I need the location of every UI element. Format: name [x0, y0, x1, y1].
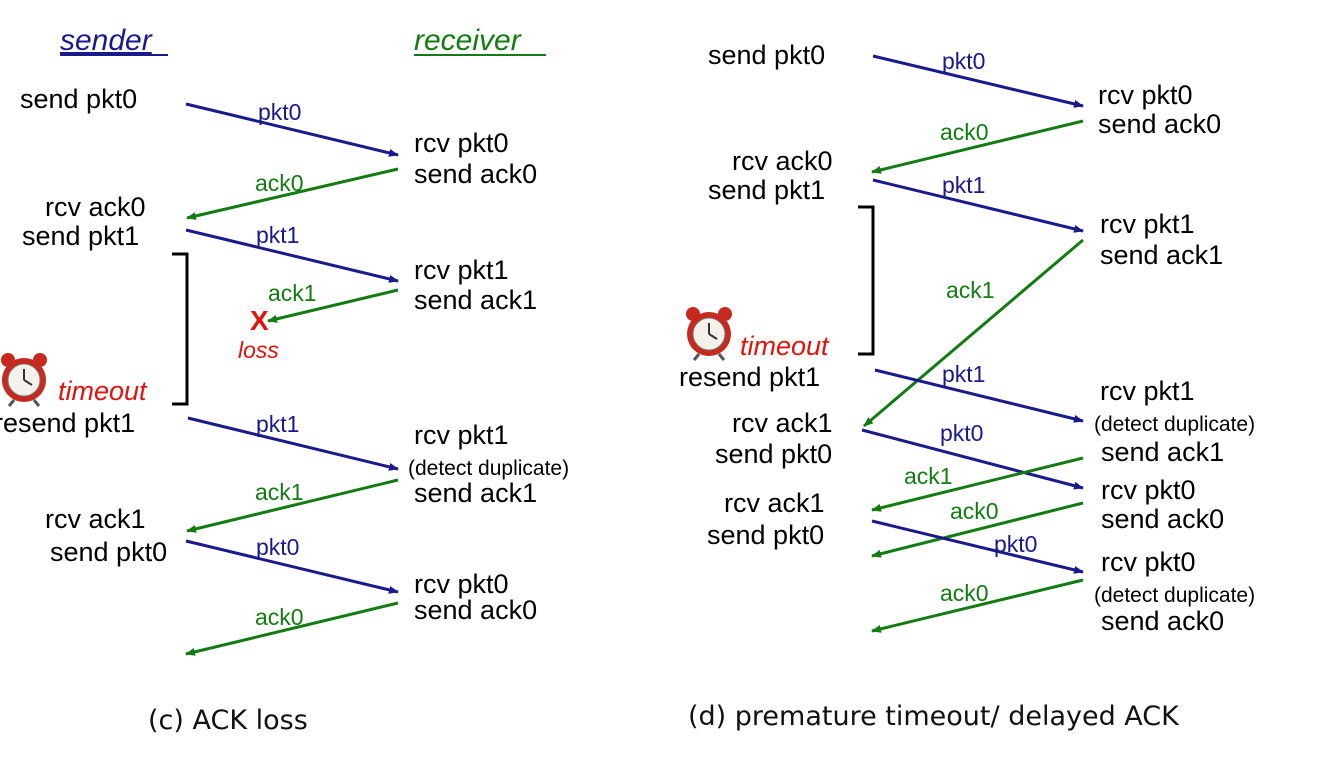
c-arrow-ack1-2 — [186, 478, 399, 533]
c-msg-ack0-2: ack0 — [255, 604, 304, 630]
c-msg-pkt0-2: pkt0 — [256, 534, 299, 560]
d-msg-pkt1: pkt1 — [942, 172, 985, 198]
receiver-header: receiver — [414, 24, 522, 57]
d-arrow-ack0-3 — [871, 578, 1084, 633]
d-arrow-pkt0-2 — [861, 428, 1084, 490]
c-arrow-ack0 — [186, 167, 399, 220]
d-sender-send-pkt0: send pkt0 — [708, 40, 825, 70]
d-arrow-ack0 — [871, 119, 1084, 174]
c-loss-x-mark: X — [250, 305, 269, 336]
d-arrow-pkt0-3 — [871, 519, 1084, 574]
d-msg-ack1: ack1 — [946, 277, 995, 303]
c-sender-rcv-ack0: rcv ack0 — [45, 192, 146, 222]
c-arrow-pkt0-2 — [185, 539, 399, 594]
d-msg-pkt1-resend: pkt1 — [942, 361, 985, 387]
d-recv-detect-duplicate: (detect duplicate) — [1094, 413, 1255, 436]
c-sender-send-pkt1: send pkt1 — [22, 221, 139, 251]
c-recv-rcv-pkt1-dup: rcv pkt1 — [414, 420, 509, 450]
c-sender-send-pkt0: send pkt0 — [20, 84, 137, 114]
c-recv-send-ack0-2: send ack0 — [414, 595, 537, 625]
d-sender-send-pkt0-2: send pkt0 — [715, 439, 832, 469]
d-sender-send-pkt0-3: send pkt0 — [707, 520, 824, 550]
panel-c: sender receiver send pkt0 rcv ack0 send … — [0, 24, 569, 736]
d-msg-pkt0-2: pkt0 — [940, 420, 983, 446]
d-recv-rcv-pkt1: rcv pkt1 — [1100, 209, 1195, 239]
c-timeout-label: timeout — [58, 376, 148, 406]
d-arrow-pkt0 — [872, 54, 1084, 108]
d-recv-rcv-pkt0: rcv pkt0 — [1098, 80, 1193, 110]
c-recv-send-ack0: send ack0 — [414, 159, 537, 189]
c-msg-pkt1: pkt1 — [256, 222, 299, 248]
d-arrow-ack1-delayed — [863, 238, 1084, 428]
sender-header: sender — [60, 24, 153, 57]
c-msg-ack1: ack1 — [268, 280, 317, 306]
c-sender-resend-pkt1: resend pkt1 — [0, 408, 135, 438]
d-recv-detect-duplicate-2: (detect duplicate) — [1094, 584, 1255, 607]
c-recv-detect-duplicate: (detect duplicate) — [408, 457, 569, 480]
c-sender-rcv-ack1: rcv ack1 — [45, 504, 146, 534]
c-arrow-ack1-lost — [267, 288, 399, 323]
d-sender-rcv-ack0: rcv ack0 — [732, 146, 833, 176]
d-recv-rcv-pkt0: rcv pkt0 — [1101, 475, 1196, 505]
d-arrow-pkt1-resend — [874, 368, 1084, 423]
c-arrow-pkt1-resend — [187, 416, 399, 471]
d-alarm-clock-icon — [684, 305, 734, 362]
d-recv-send-ack0: send ack0 — [1101, 504, 1224, 534]
d-sender-resend-pkt1: resend pkt1 — [679, 362, 820, 392]
c-recv-rcv-pkt0-2: rcv pkt0 — [414, 569, 509, 599]
d-msg-pkt0: pkt0 — [942, 48, 985, 74]
c-recv-send-ack1: send ack1 — [414, 285, 537, 315]
d-arrow-pkt1 — [872, 178, 1084, 233]
d-msg-ack0-3: ack0 — [940, 580, 989, 606]
c-arrow-ack0-2 — [185, 601, 399, 656]
d-sender-rcv-ack1: rcv ack1 — [732, 408, 833, 438]
c-sender-send-pkt0-2: send pkt0 — [50, 537, 167, 567]
d-timeout-label: timeout — [740, 331, 830, 361]
d-recv-send-ack1: send ack1 — [1100, 240, 1223, 270]
d-msg-pkt0-3: pkt0 — [994, 531, 1037, 557]
d-msg-ack1-2: ack1 — [904, 463, 953, 489]
c-recv-rcv-pkt0: rcv pkt0 — [414, 128, 509, 158]
c-arrow-pkt1 — [185, 228, 399, 283]
d-recv-rcv-pkt0-dup: rcv pkt0 — [1101, 547, 1196, 577]
c-alarm-clock-icon — [0, 351, 49, 408]
d-sender-send-pkt1: send pkt1 — [708, 175, 825, 205]
d-msg-ack0-2: ack0 — [950, 498, 999, 524]
c-caption: (c) ACK loss — [148, 705, 308, 736]
c-loss-label: loss — [238, 337, 279, 363]
d-timeout-bracket — [858, 205, 875, 356]
d-arrow-ack0-2 — [871, 501, 1084, 558]
d-msg-ack0: ack0 — [940, 119, 989, 145]
c-msg-pkt0: pkt0 — [258, 99, 301, 125]
d-recv-send-ack0: send ack0 — [1098, 109, 1221, 139]
panel-d: send pkt0 rcv ack0 send pkt1 timeout res… — [679, 40, 1255, 732]
c-msg-ack0: ack0 — [255, 170, 304, 196]
d-recv-rcv-pkt1-dup: rcv pkt1 — [1100, 376, 1195, 406]
d-arrow-ack1-2 — [871, 456, 1084, 512]
d-recv-send-ack0-2: send ack0 — [1101, 606, 1224, 636]
d-sender-rcv-ack1-2: rcv ack1 — [724, 488, 825, 518]
c-recv-rcv-pkt1: rcv pkt1 — [414, 255, 509, 285]
d-recv-send-ack1: send ack1 — [1101, 437, 1224, 467]
c-timeout-bracket — [172, 252, 189, 406]
c-msg-ack1-2: ack1 — [255, 479, 304, 505]
c-msg-pkt1-resend: pkt1 — [256, 411, 299, 437]
d-caption: (d) premature timeout/ delayed ACK — [688, 701, 1180, 732]
c-arrow-pkt0 — [185, 102, 399, 157]
c-recv-send-ack1-2: send ack1 — [414, 478, 537, 508]
